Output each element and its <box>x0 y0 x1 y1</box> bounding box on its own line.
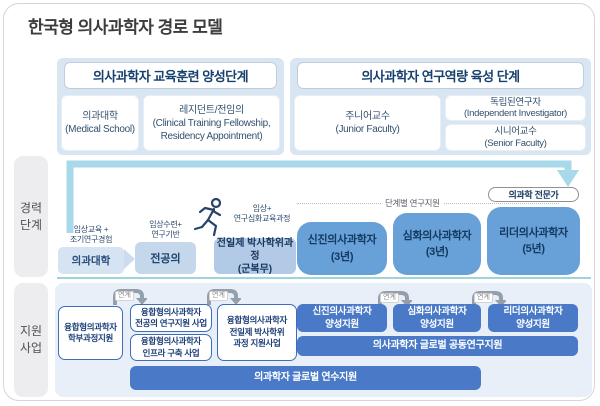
research-section-header: 의사과학자 연구역량 육성 단계 <box>297 62 584 89</box>
career-stage-leader: 리더의사과학자 (5년) <box>487 207 580 275</box>
support-global-joint-research: 의사과학자 글로벌 공동연구지원 <box>297 336 578 356</box>
link-connector: 연계 <box>205 287 241 305</box>
link-label: 연계 <box>380 293 399 303</box>
support-undergrad-program: 융합형의과학자 학부과정지원 <box>58 306 123 360</box>
career-step-phd: 전일제 박사학위과정 (군복무) <box>214 238 296 275</box>
stage-medical-school: 의과대학 (Medical School) <box>61 95 139 151</box>
support-leader-scientist: 리더의사과학자 양성지원 <box>488 304 578 332</box>
page-title: 한국형 의사과학자 경로 모델 <box>28 18 223 37</box>
section-divider-line <box>57 277 591 279</box>
note-undergrad: 임상교육 + 조기연구경험 <box>69 224 113 244</box>
stage-independent-investigator: 독립된연구자 (Independent Investigator) <box>445 95 586 121</box>
support-row-label: 지원 사업 <box>14 283 48 397</box>
career-step-medical-school: 의과대학 <box>58 247 124 274</box>
runner-icon <box>193 197 222 237</box>
phase-support-label: 단계별 연구지원 <box>385 198 440 208</box>
link-label: 연계 <box>474 293 493 303</box>
link-connector: 연계 <box>111 287 147 305</box>
support-phd-program: 융합형의사과학자 전일제 박사학위 과정 지원사업 <box>217 304 297 361</box>
support-infra-program: 융합형의사과학자 인프라 구축 사업 <box>130 334 212 361</box>
link-connector: 연계 <box>376 289 412 307</box>
stage-residency: 레지던트/전임의 (Clinical Training Fellowship, … <box>143 95 280 151</box>
stage-junior-faculty: 주니어교수 (Junior Faculty) <box>294 95 441 151</box>
note-phd: 임상+ 연구심화교육과정 <box>233 203 291 223</box>
career-step-resident: 전공의 <box>135 242 196 274</box>
career-row-label: 경력 단계 <box>14 156 48 277</box>
step-arrow-icon <box>124 249 135 269</box>
career-stage-advanced: 심화의사과학자 (3년) <box>393 213 481 275</box>
support-global-training: 의과학자 글로벌 연수지원 <box>130 366 481 390</box>
career-stage-new: 신진의사과학자 (3년) <box>297 222 387 275</box>
stage-senior-faculty: 시니어교수 (Senior Faculty) <box>445 124 586 151</box>
link-connector: 연계 <box>470 289 506 307</box>
education-section-header: 의사과학자 교육훈련 양성단계 <box>64 62 277 89</box>
support-new-scientist: 신진의사과학자 양성지원 <box>297 304 387 332</box>
support-resident-program: 융합형의사과학자 전공의 연구지원 사업 <box>130 304 212 332</box>
support-advanced-scientist: 심화의사과학자 양성지원 <box>393 304 481 332</box>
note-resident: 임상수련+ 연구기반 <box>149 219 182 239</box>
dotted-line <box>443 202 559 204</box>
phase-support-line: 단계별 연구지원 <box>297 197 559 209</box>
dotted-line <box>297 202 381 204</box>
link-label: 연계 <box>209 291 228 301</box>
medical-science-expert-badge: 의과학 전문가 <box>488 187 579 202</box>
link-label: 연계 <box>115 291 134 301</box>
